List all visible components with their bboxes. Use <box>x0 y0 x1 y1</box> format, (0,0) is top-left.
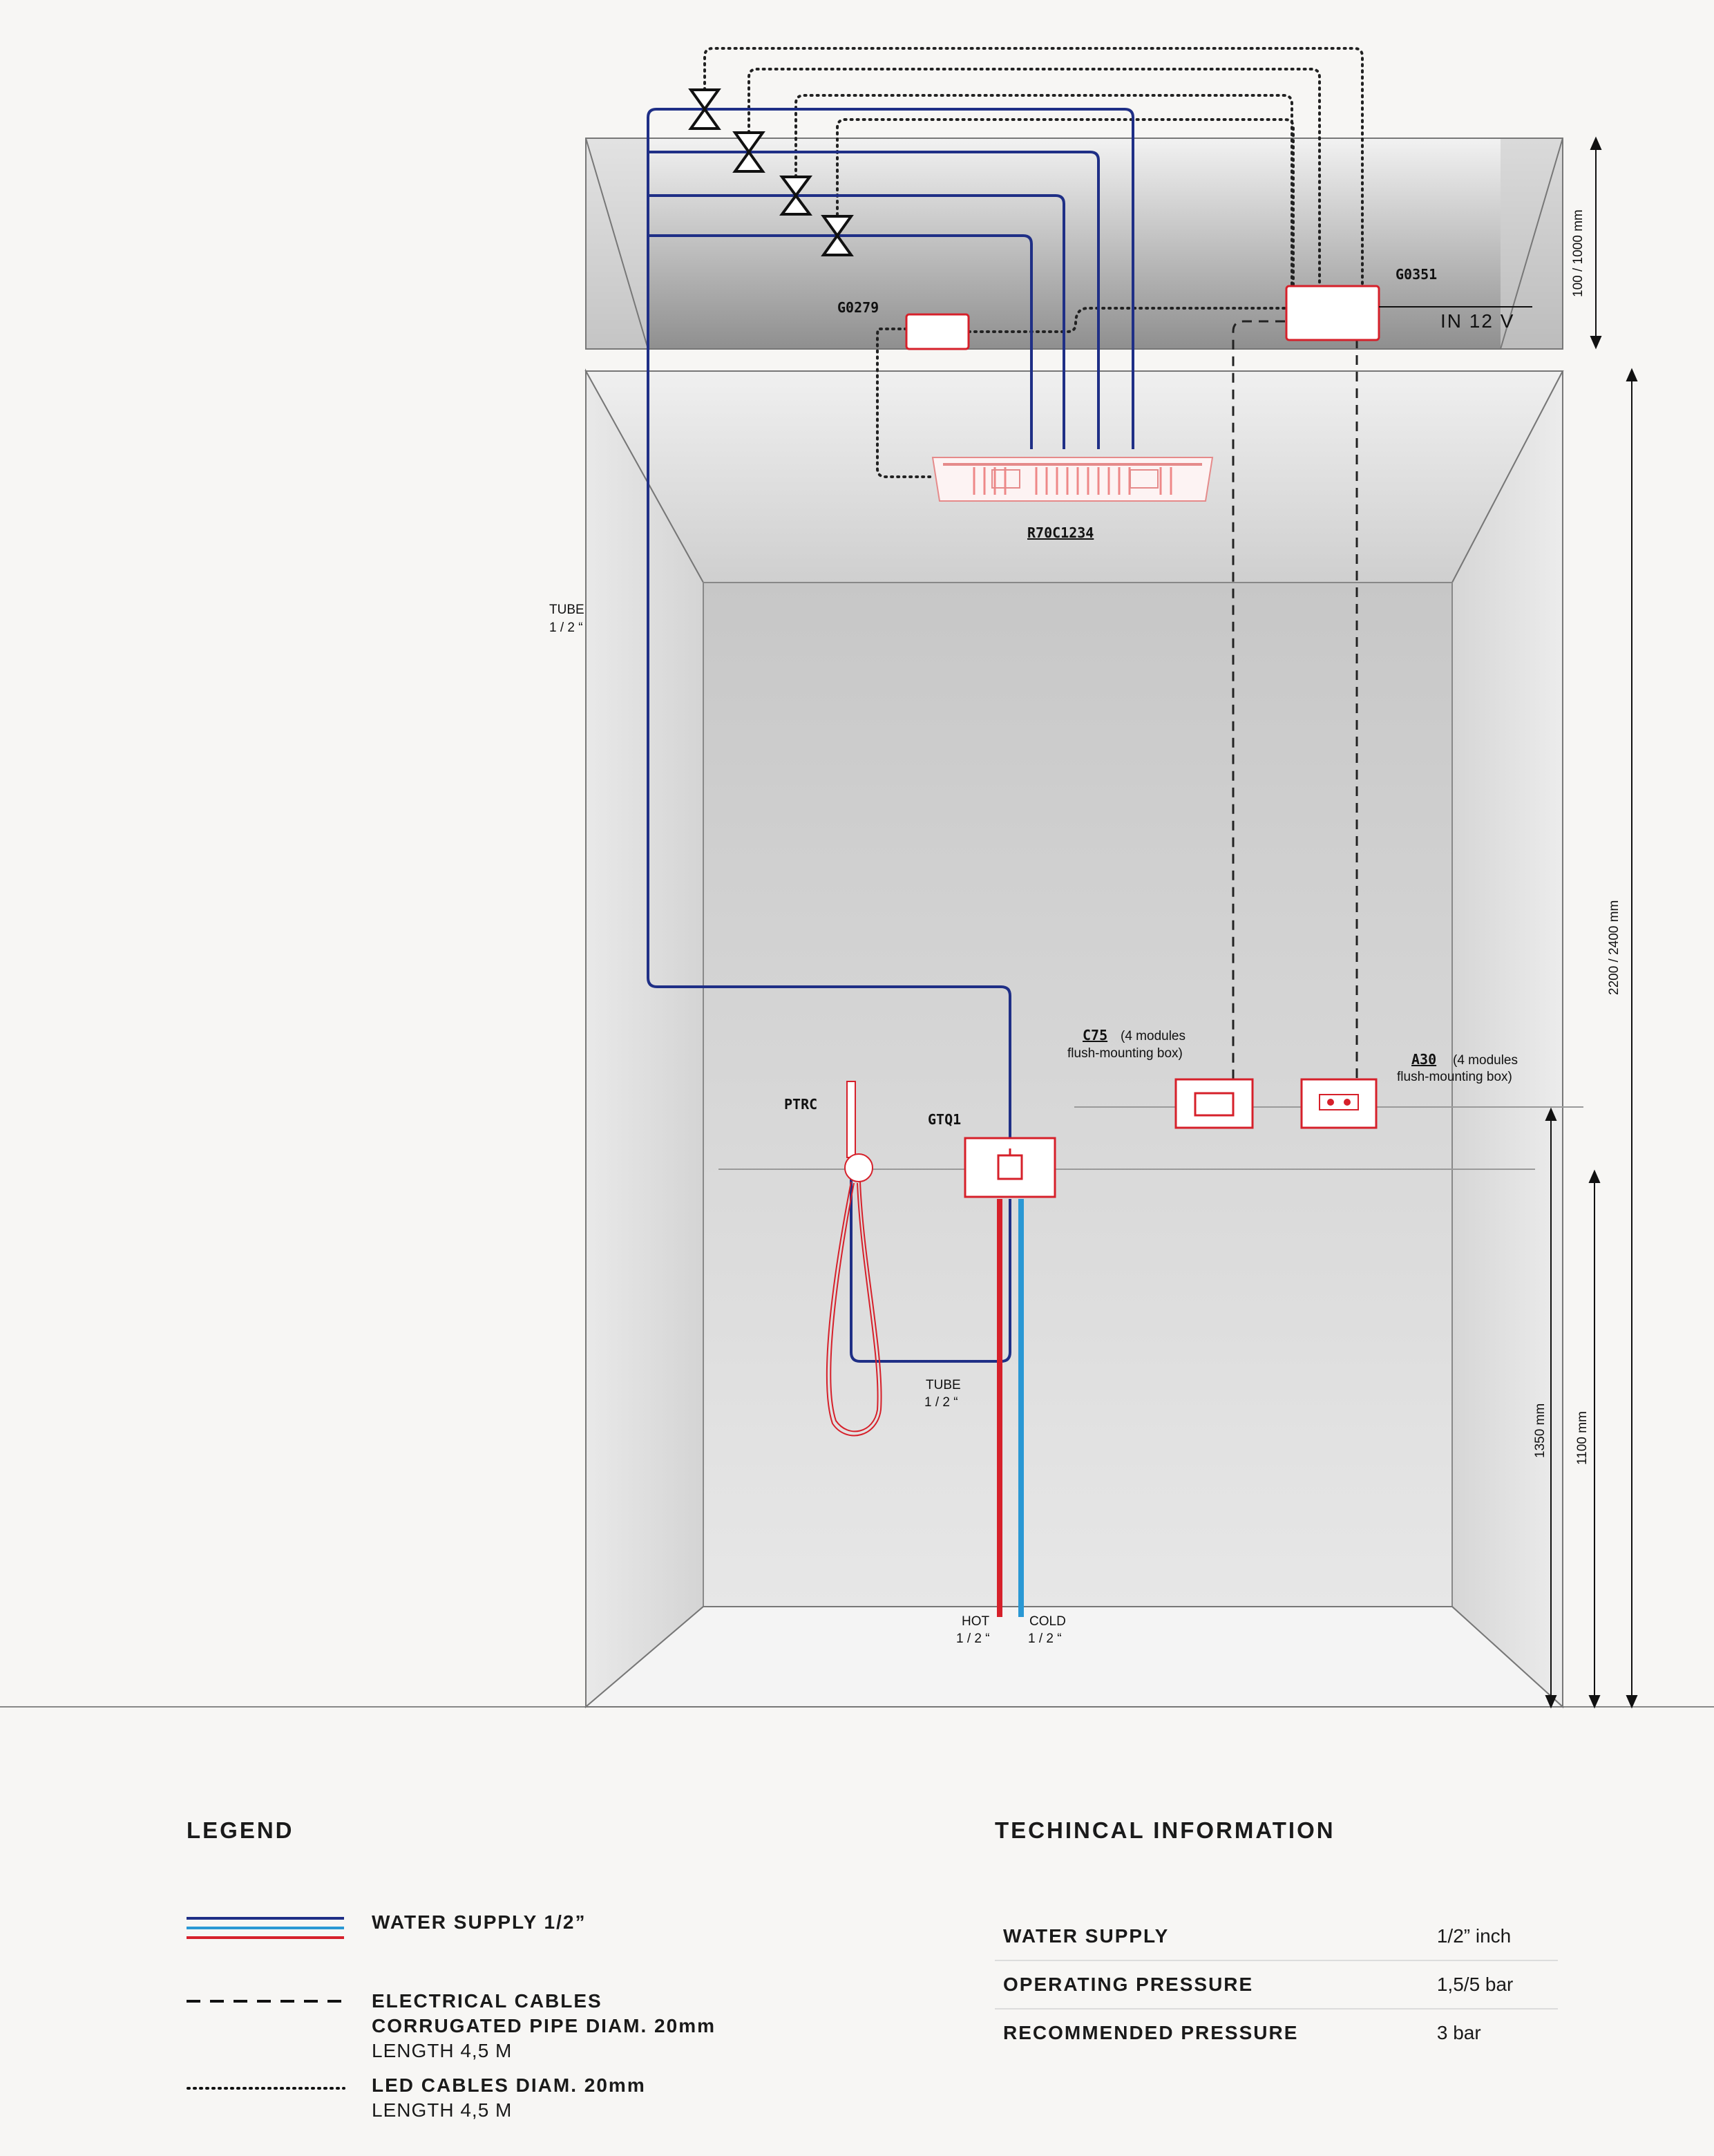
tube-left-label: TUBE <box>549 603 584 617</box>
led-cables <box>703 47 1364 478</box>
in12v-label: IN 12 V <box>1440 310 1514 332</box>
cold-size: 1 / 2 “ <box>1028 1632 1062 1646</box>
legend-title: LEGEND <box>187 1817 294 1843</box>
ptrc-label: PTRC <box>784 1096 817 1113</box>
hot-size: 1 / 2 “ <box>956 1632 990 1646</box>
tech-key: RECOMMENDED PRESSURE <box>995 2008 1429 2056</box>
water-supply-pipes <box>647 108 1134 1363</box>
cold-label: COLD <box>1029 1614 1066 1629</box>
legend-led-2: LENGTH 4,5 M <box>372 2099 513 2121</box>
legend-led: LED CABLES DIAM. 20mm LENGTH 4,5 M <box>187 2073 808 2156</box>
soffit-box <box>585 138 1563 350</box>
g0351-box <box>1285 285 1380 341</box>
r70-label: R70C1234 <box>1027 524 1094 541</box>
legend-electrical: ELECTRICAL CABLES CORRUGATED PIPE DIAM. … <box>187 1989 808 2073</box>
tech-key: WATER SUPPLY <box>1003 1925 1170 1947</box>
dimension-lines <box>1545 136 1638 1709</box>
shower-room <box>584 368 1565 1709</box>
hot-label: HOT <box>962 1614 990 1629</box>
tech-value: 3 bar <box>1428 2008 1558 2056</box>
c75-desc-2: flush-mounting box) <box>1067 1046 1183 1061</box>
legend: LEGEND WATER SUPPLY 1/2” ELECTRICAL CABL… <box>187 1817 808 2156</box>
legend-water-label: WATER SUPPLY 1/2” <box>372 1911 587 1933</box>
tube-bottom-label: TUBE <box>926 1378 961 1392</box>
tech-value: 1,5/5 bar <box>1428 1960 1558 2009</box>
valve-icon <box>688 88 854 256</box>
a30-box <box>1300 1078 1378 1129</box>
a30-desc-1: (4 modules <box>1453 1053 1518 1068</box>
legend-water: WATER SUPPLY 1/2” <box>187 1906 808 1989</box>
gtq1-mixer <box>964 1137 1056 1198</box>
c75-box <box>1174 1078 1254 1129</box>
g0279-label: G0279 <box>837 299 879 316</box>
tech-value: 1/2” inch <box>1436 1925 1512 1947</box>
installation-diagram: G0279 G0351 IN 12 V R70C1234 TUBE 1 / 2 … <box>0 47 1714 1709</box>
electrical-legend-icon <box>187 2000 344 2003</box>
g0279-box <box>905 313 970 350</box>
water-supply-legend-icon <box>187 1917 344 1939</box>
legend-elec-3: LENGTH 4,5 M <box>372 2040 513 2061</box>
technical-information: TECHINCAL INFORMATION WATER SUPPLY 1/2” … <box>995 1817 1561 2056</box>
a30-code: A30 <box>1411 1051 1436 1068</box>
tech-key: OPERATING PRESSURE <box>995 1960 1429 2009</box>
dim-ceiling: 100 / 1000 mm <box>1571 209 1586 297</box>
gtq1-label: GTQ1 <box>928 1111 961 1128</box>
a30-desc-2: flush-mounting box) <box>1397 1070 1512 1084</box>
dim-1100: 1100 mm <box>1575 1411 1590 1465</box>
electrical-cables <box>1232 320 1358 1079</box>
ptrc-hand-shower <box>826 1081 882 1437</box>
c75-desc-1: (4 modules <box>1121 1029 1185 1043</box>
dim-1350: 1350 mm <box>1533 1403 1548 1458</box>
g0351-label: G0351 <box>1396 266 1437 283</box>
legend-elec-2: CORRUGATED PIPE DIAM. 20mm <box>372 2015 716 2036</box>
c75-code: C75 <box>1083 1027 1107 1043</box>
table-row: OPERATING PRESSURE 1,5/5 bar <box>995 1960 1558 2009</box>
led-legend-icon <box>187 2087 345 2090</box>
dim-height: 2200 / 2400 mm <box>1607 900 1621 995</box>
tube-left-size: 1 / 2 “ <box>549 621 583 635</box>
legend-led-1: LED CABLES DIAM. 20mm <box>372 2074 646 2096</box>
tech-table: WATER SUPPLY 1/2” inch OPERATING PRESSUR… <box>995 1913 1558 2056</box>
table-row: WATER SUPPLY 1/2” inch <box>995 1913 1558 1960</box>
tube-bottom-size: 1 / 2 “ <box>924 1395 958 1410</box>
tech-title: TECHINCAL INFORMATION <box>995 1817 1335 1843</box>
table-row: RECOMMENDED PRESSURE 3 bar <box>995 2008 1558 2056</box>
shower-head <box>931 457 1214 502</box>
legend-elec-1: ELECTRICAL CABLES <box>372 1990 602 2012</box>
